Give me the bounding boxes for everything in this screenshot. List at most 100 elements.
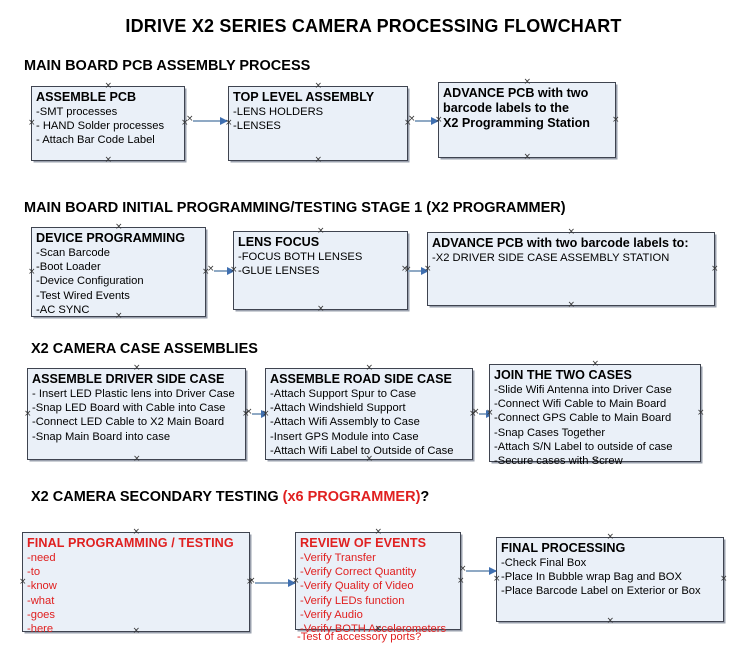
handle-top-icon[interactable] [607,534,614,541]
node-line: -LENS HOLDERS [233,106,324,118]
arrow-head-icon [288,578,296,587]
handle-top-icon[interactable] [133,365,140,372]
node-title: ASSEMBLE PCB [36,90,137,104]
handle-right-icon[interactable] [697,410,704,417]
arrow-head-icon [431,116,439,125]
section-header-text: MAIN BOARD PCB ASSEMBLY PROCESS [24,58,311,74]
node-line: -Attach Wifi Assembly to Case [270,416,420,429]
node-title: ASSEMBLE DRIVER SIDE CASE [32,372,225,386]
handle-bottom-icon[interactable] [524,154,531,161]
handle-top-icon[interactable] [105,83,112,90]
node-title: ADVANCE PCB with two [443,86,589,100]
connector-tail-handle-icon [207,265,215,274]
node-line: -Snap Main Board into case [32,430,171,443]
node-assemble-road-side-case[interactable]: ASSEMBLE ROAD SIDE CASE -Attach Support … [265,368,473,460]
node-lens-focus[interactable]: LENS FOCUS -FOCUS BOTH LENSES -GLUE LENS… [233,231,408,310]
node-line: -Snap LED Board with Cable into Case [32,402,226,415]
node-line: -what [27,594,55,607]
node-line: -here [27,623,54,636]
node-line: -Connect GPS Cable to Main Board [494,412,672,425]
arrow-head-icon [421,266,429,275]
section-header-text: X2 CAMERA CASE ASSEMBLIES [31,341,258,357]
arrow-head-icon [227,266,235,275]
handle-top-icon[interactable] [315,83,322,90]
node-top-level-assembly[interactable]: TOP LEVEL ASSEMBLY -LENS HOLDERS -LENSES [228,86,408,161]
handle-right-icon[interactable] [720,576,727,583]
node-line: -need [27,552,56,564]
node-assemble-driver-side-case[interactable]: ASSEMBLE DRIVER SIDE CASE - Insert LED P… [27,368,246,460]
handle-top-icon[interactable] [524,79,531,86]
node-line: -Attach S/N Label to outside of case [494,440,673,453]
node-review-of-events[interactable]: REVIEW OF EVENTS -Verify Transfer -Verif… [295,529,464,635]
node-final-programming-testing[interactable]: FINAL PROGRAMMING / TESTING -need -to -k… [19,529,250,635]
handle-bottom-icon[interactable] [568,302,575,309]
handle-left-icon[interactable] [24,411,31,418]
connector-tail-handle-icon [408,115,416,124]
node-line: -Connect Wifi Cable to Main Board [494,398,667,411]
node-line: -Place In Bubble wrap Bag and BOX [501,571,682,584]
node-device-programming[interactable]: DEVICE PROGRAMMING -Scan Barcode -Boot L… [31,227,206,317]
section-header-text: X2 CAMERA SECONDARY TESTING [31,489,283,505]
handle-top-icon[interactable] [375,529,382,536]
node-title: TOP LEVEL ASSEMBLY [233,90,375,104]
node-line: -Connect LED Cable to X2 Main Board [32,416,225,429]
node-advance-pcb-programming-station[interactable]: ADVANCE PCB with two barcode labels to t… [438,82,616,158]
connector-assemble-pcb-to-top-level-assembly [193,116,228,125]
node-title: DEVICE PROGRAMMING [36,231,186,245]
node-join-the-two-cases[interactable]: JOIN THE TWO CASES -Slide Wifi Antenna i… [489,361,704,467]
node-line: -Device Configuration [36,275,144,288]
node-line: -Scan Barcode [36,247,111,259]
node-line: - Insert LED Plastic lens into Driver Ca… [32,388,235,400]
handle-bottom-icon[interactable] [607,618,614,625]
handle-bottom-icon[interactable] [133,456,140,463]
handle-top-icon[interactable] [592,361,599,368]
node-line: -SMT processes [36,106,118,118]
node-advance-pcb-driver-side-case[interactable]: ADVANCE PCB with two barcode labels to: … [427,232,715,306]
connector-top-level-assembly-to-advance-pcb [415,116,439,125]
node-review-of-events-overflow-line: -Test of accessory ports? [297,631,422,643]
node-title: ADVANCE PCB with two barcode labels to: [432,236,689,250]
handle-right-icon[interactable] [457,578,464,585]
node-line: -LENSES [233,120,281,133]
connector-tail-handle-icon [401,265,409,274]
section-header-x2-camera-case-assemblies: X2 CAMERA CASE ASSEMBLIES [31,341,258,357]
handle-left-icon[interactable] [28,120,35,127]
node-line: barcode labels to the [443,101,569,115]
node-line: -Verify LEDs function [300,594,405,607]
node-line: -Verify Audio [300,608,363,621]
connector-review-of-events-to-final-processing [466,566,497,575]
node-line: -Verify Quality of Video [300,580,414,593]
section-header-main-board-pcb-assembly: MAIN BOARD PCB ASSEMBLY PROCESS [24,58,310,74]
section-header-x2-camera-secondary-testing: X2 CAMERA SECONDARY TESTING (x6 PROGRAMM… [31,489,429,505]
handle-top-icon[interactable] [115,224,122,231]
node-line: -know [27,580,57,593]
arrow-head-icon [220,116,228,125]
handle-top-icon[interactable] [317,228,324,235]
node-title: LENS FOCUS [238,235,320,249]
handle-right-icon[interactable] [711,266,718,273]
section-header-accent-text: (x6 PROGRAMMER) [282,489,421,505]
node-line: -Insert GPS Module into Case [270,430,419,443]
handle-left-icon[interactable] [493,576,500,583]
node-line: -Verify Transfer [300,552,376,564]
node-final-processing[interactable]: FINAL PROCESSING -Check Final Box -Place… [496,537,724,622]
handle-left-icon[interactable] [28,269,35,276]
handle-top-icon[interactable] [568,229,575,236]
node-line: -Secure cases with Screw [494,455,623,468]
handle-bottom-icon[interactable] [315,157,322,164]
node-line: -to [27,566,41,579]
handle-right-icon[interactable] [612,117,619,124]
node-title: ASSEMBLE ROAD SIDE CASE [270,372,452,386]
handle-bottom-icon[interactable] [105,157,112,164]
section-header-suffix: ? [420,489,430,505]
handle-bottom-icon[interactable] [317,306,324,313]
connector-device-programming-to-lens-focus [214,266,235,275]
handle-top-icon[interactable] [366,365,373,372]
node-line: X2 Programming Station [443,116,590,130]
node-line: -Attach Support Spur to Case [270,388,417,400]
node-line: -Verify BOTH Accelerometers [300,623,447,636]
node-assemble-pcb[interactable]: ASSEMBLE PCB -SMT processes - HAND Solde… [31,86,185,161]
handle-left-icon[interactable] [19,579,26,586]
handle-top-icon[interactable] [133,529,140,536]
node-title: FINAL PROCESSING [501,541,626,555]
